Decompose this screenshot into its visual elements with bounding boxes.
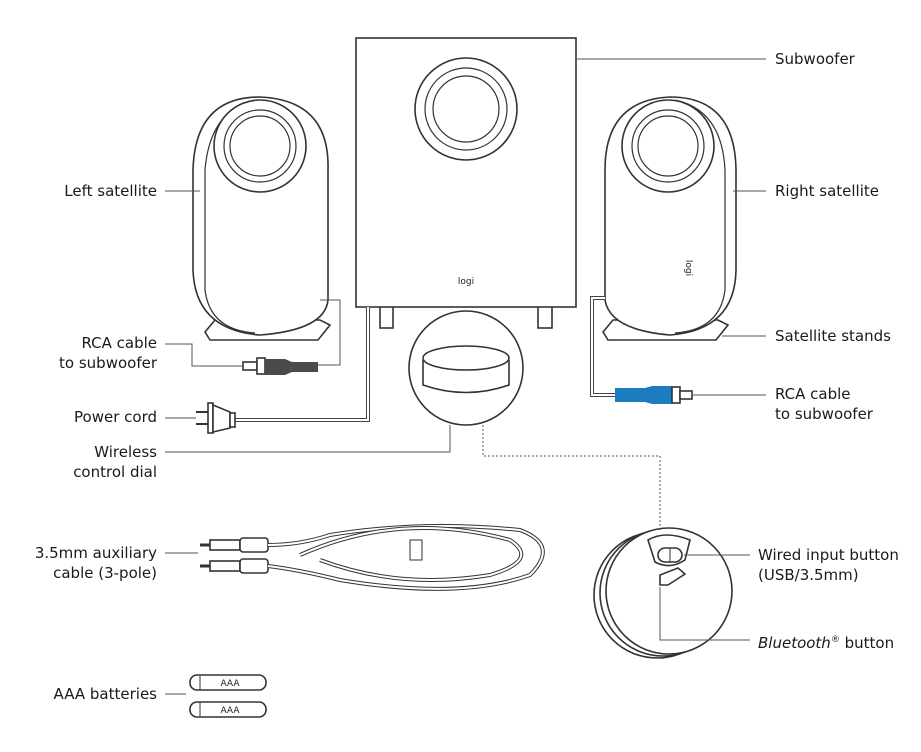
right-rca-cable-drawing [590,296,693,404]
label-line: to subwoofer [775,405,873,423]
left-satellite-drawing [192,96,332,341]
label-bluetooth-rest: button [839,634,895,652]
right-satellite-drawing: logi [602,96,737,341]
label-line: RCA cable [81,334,157,352]
label-bluetooth-name: Bluetooth [758,634,831,652]
label-right-satellite: Right satellite [775,182,879,200]
label-line: (USB/3.5mm) [758,566,859,584]
label-wired-input: Wired input button (USB/3.5mm) [758,545,899,585]
aux-cable-drawing [200,524,545,591]
label-left-satellite: Left satellite [64,182,157,200]
leader-lines [165,58,766,695]
label-dial: Wireless control dial [73,442,157,482]
label-line: to subwoofer [59,354,157,372]
label-rca-right: RCA cable to subwoofer [775,384,873,424]
label-line: Wireless [94,443,157,461]
label-line: Wired input button [758,546,899,564]
battery-label: AAA [221,706,241,716]
registered-mark: ® [830,635,840,645]
subwoofer-drawing: logi [355,37,577,329]
label-subwoofer: Subwoofer [775,50,855,68]
subwoofer-logo: logi [458,277,474,287]
label-batteries: AAA batteries [53,685,157,703]
label-line: 3.5mm auxiliary [34,544,157,562]
label-line: RCA cable [775,385,851,403]
label-rca-left: RCA cable to subwoofer [59,333,157,373]
label-bluetooth: Bluetooth® button [758,630,894,653]
label-aux-cable: 3.5mm auxiliary cable (3-pole) [35,543,157,583]
power-cord-drawing [196,307,370,434]
left-rca-cable-drawing [242,299,341,375]
label-power-cord: Power cord [74,408,157,426]
label-satellite-stands: Satellite stands [775,327,891,345]
satellite-logo: logi [683,260,693,276]
batteries-drawing: AAA AAA [189,674,267,718]
label-line: cable (3-pole) [53,564,157,582]
battery-label: AAA [221,679,241,689]
dial-bottom-drawing [593,527,733,659]
label-line: control dial [73,463,157,481]
dial-drawing [408,310,524,426]
